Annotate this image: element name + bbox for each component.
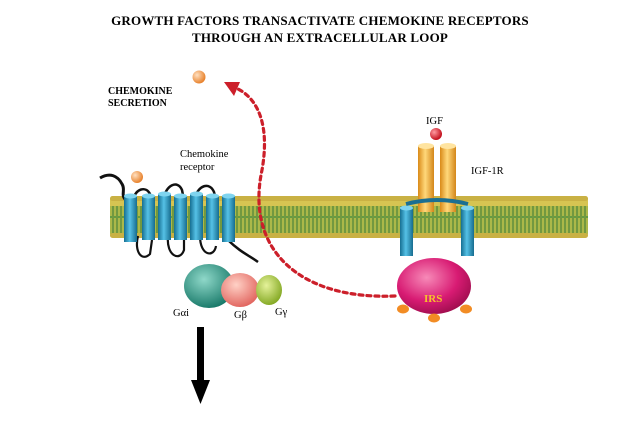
transmembrane-helix [190, 191, 203, 240]
transactivation-loop-arrow [224, 82, 397, 298]
g-alpha-i-subunit [184, 264, 234, 308]
igf-1r-receptor [400, 143, 474, 256]
title-line-2: THROUGH AN EXTRACELLULAR LOOP [191, 30, 449, 45]
cell-membrane [110, 196, 588, 238]
chemokine-receptor [99, 173, 259, 264]
phosphate-node [428, 313, 440, 323]
chemokine-secretion-label-line1: CHEMOKINE [108, 86, 173, 97]
igf-1r-label: IGF-1R [471, 166, 504, 177]
g-gamma-label: Gγ [275, 307, 288, 318]
irs-complex [397, 258, 472, 323]
title-line-1: GROWTH FACTORS TRANSACTIVATE CHEMOKINE R… [111, 13, 529, 28]
transmembrane-helix [124, 193, 137, 242]
chemokine-receptor-label-line2: receptor [180, 162, 215, 173]
g-protein-complex [184, 264, 282, 308]
phosphate-node [460, 304, 472, 314]
transmembrane-helix [222, 193, 235, 242]
chemokine-receptor-label-line1: Chemokine [180, 149, 229, 160]
chemokine-secretion-label-line2: SECRETION [108, 98, 167, 109]
phosphate-node [397, 304, 409, 314]
secreted-chemokine-ball [192, 70, 206, 84]
irs-ellipse [397, 258, 471, 314]
downstream-signal-arrow [191, 327, 210, 404]
transmembrane-helix [174, 193, 187, 240]
transmembrane-helix [158, 191, 171, 240]
igf-ligand-ball [430, 128, 442, 140]
bound-chemokine-ball [131, 171, 143, 183]
g-gamma-subunit [256, 275, 282, 305]
transmembrane-helix [142, 193, 155, 240]
g-alpha-i-label: Gαi [173, 308, 190, 319]
irs-label: IRS [424, 293, 443, 305]
transmembrane-helix [206, 193, 219, 240]
igf-label: IGF [426, 116, 443, 127]
g-beta-label: Gβ [234, 310, 247, 321]
g-beta-subunit [221, 273, 259, 307]
